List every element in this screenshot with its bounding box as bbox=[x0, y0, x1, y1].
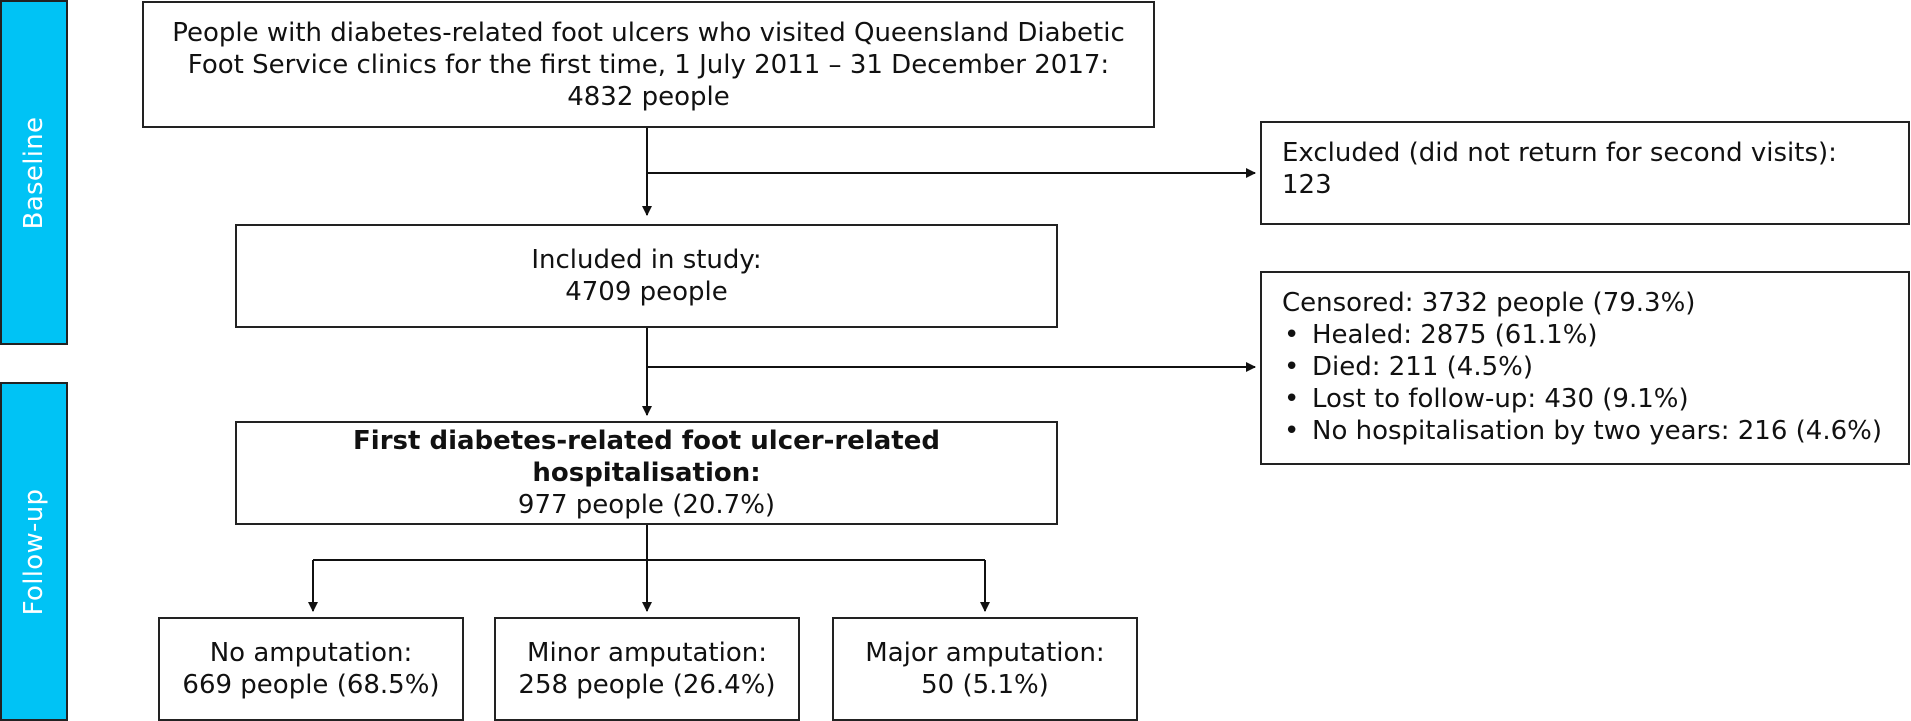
cohort-text-line2: Foot Service clinics for the first time,… bbox=[187, 49, 1110, 80]
minor-amputation-label: Minor amputation: bbox=[527, 638, 767, 668]
censored-title: Censored: 3732 people (79.3%) bbox=[1282, 288, 1696, 318]
included-count: 4709 people bbox=[565, 277, 728, 307]
no-amputation-label: No amputation: bbox=[209, 638, 413, 668]
cohort-count: 4832 people bbox=[567, 81, 730, 112]
hospitalisation-label: First diabetes-related foot ulcer-relate… bbox=[353, 426, 940, 488]
minor-amputation-box: Minor amputation: 258 people (26.4%) bbox=[494, 617, 800, 721]
censored-item-lost: Lost to follow-up: 430 (9.1%) bbox=[1282, 383, 1890, 415]
censored-list: Healed: 2875 (61.1%) Died: 211 (4.5%) Lo… bbox=[1282, 319, 1890, 447]
censored-item-healed: Healed: 2875 (61.1%) bbox=[1282, 319, 1890, 351]
hospitalisation-box: First diabetes-related foot ulcer-relate… bbox=[235, 421, 1058, 525]
censored-box: Censored: 3732 people (79.3%) Healed: 28… bbox=[1260, 271, 1910, 465]
major-amputation-count: 50 (5.1%) bbox=[921, 670, 1049, 700]
major-amputation-box: Major amputation: 50 (5.1%) bbox=[832, 617, 1138, 721]
excluded-box: Excluded (did not return for second visi… bbox=[1260, 121, 1910, 225]
baseline-label: Baseline bbox=[19, 116, 49, 229]
major-amputation-label: Major amputation: bbox=[865, 638, 1105, 668]
followup-band: Follow-up bbox=[0, 382, 68, 721]
no-amputation-count: 669 people (68.5%) bbox=[182, 670, 440, 700]
cohort-text-line1: People with diabetes-related foot ulcers… bbox=[172, 17, 1125, 48]
minor-amputation-count: 258 people (26.4%) bbox=[518, 670, 776, 700]
baseline-band: Baseline bbox=[0, 0, 68, 345]
censored-item-died: Died: 211 (4.5%) bbox=[1282, 351, 1890, 383]
excluded-label: Excluded (did not return for second visi… bbox=[1282, 138, 1837, 168]
cohort-box: People with diabetes-related foot ulcers… bbox=[142, 1, 1155, 128]
no-amputation-box: No amputation: 669 people (68.5%) bbox=[158, 617, 464, 721]
excluded-count: 123 bbox=[1282, 170, 1332, 200]
censored-item-no-hospitalisation: No hospitalisation by two years: 216 (4.… bbox=[1282, 415, 1890, 447]
included-box: Included in study: 4709 people bbox=[235, 224, 1058, 328]
included-label: Included in study: bbox=[531, 245, 762, 275]
hospitalisation-count: 977 people (20.7%) bbox=[517, 490, 776, 520]
followup-label: Follow-up bbox=[19, 488, 49, 615]
